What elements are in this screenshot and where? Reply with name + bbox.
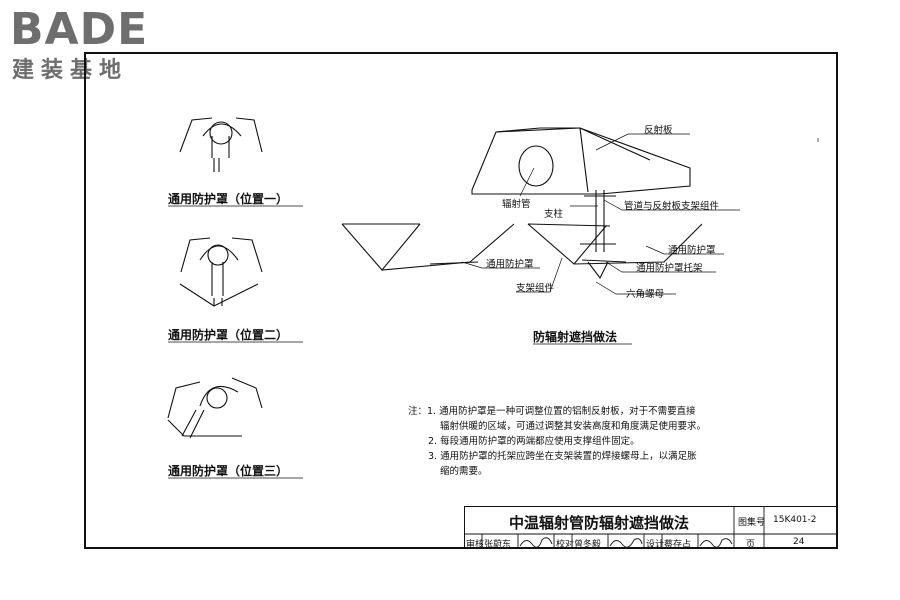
caption-main: 防辐射遮挡做法 [533,330,618,344]
page-label: 页 [746,540,756,550]
note-1a: 1. 通用防护罩是一种可调整位置的铝制反射板，对于不需要直接 [427,406,696,417]
label-column: 支柱 [544,209,564,220]
caption-position-3: 通用防护罩（位置三） [168,464,289,478]
designer-name: 蔡存占 [664,540,692,550]
label-shield-left: 通用防护罩 [486,259,534,270]
check-label: 校对 [556,540,575,550]
caption-position-2: 通用防护罩（位置二） [168,328,289,342]
checker-name: 曾冬毅 [574,540,602,550]
leader-lines [461,133,819,295]
notes-block: 注：1. 通用防护罩是一种可调整位置的铝制反射板，对于不需要直接 辐射供暖的区域… [408,404,706,479]
note-3a: 3. 通用防护罩的托架应跨坐在支架装置的焊接螺母上，以满足胀 [428,451,697,462]
title-block: 中温辐射管防辐射遮挡做法 图集号 15K401-2 审核 张蔚东 校对 曾冬毅 … [464,506,836,550]
shield-position-1-figure [179,117,263,172]
shield-position-3-figure [167,377,263,439]
note-2: 2. 每段通用防护罩的两端都应使用支撑组件固定。 [428,436,640,447]
notes-prefix: 注： [408,406,428,417]
caption-underlines [168,205,632,479]
label-bracket-assembly: 支架组件 [516,283,555,294]
note-1b: 辐射供暖的区域，可通过调整其安装高度和角度满足使用要求。 [440,421,707,432]
atlas-number: 15K401-2 [773,515,817,525]
brand-tagline: 建装基地 [12,58,129,83]
reviewer-name: 张蔚东 [484,540,512,550]
title-block-grid [464,506,836,548]
caption-position-1: 通用防护罩（位置一） [168,192,289,206]
atlas-label: 图集号 [738,518,766,528]
label-hex-nut: 六角螺母 [626,289,665,300]
drawing-frame [84,52,838,549]
label-pipe-reflector-bracket: 管道与反射板支架组件 [624,201,720,212]
page-number: 24 [793,537,805,547]
label-shield-bracket: 通用防护罩托架 [636,263,703,274]
label-radiant-tube: 辐射管 [502,199,531,210]
checker-signature [609,538,643,548]
reviewer-signature [519,537,553,548]
label-reflector: 反射板 [644,125,673,136]
brand-logo: BADE [10,4,149,55]
designer-signature [699,538,733,548]
drawing-title: 中温辐射管防辐射遮挡做法 [509,514,690,532]
shield-position-2-figure [179,237,263,307]
note-3b: 缩的需要。 [440,466,488,477]
label-shield-right: 通用防护罩 [668,245,716,256]
review-label: 审核 [466,540,485,550]
design-label: 设计 [646,540,665,550]
